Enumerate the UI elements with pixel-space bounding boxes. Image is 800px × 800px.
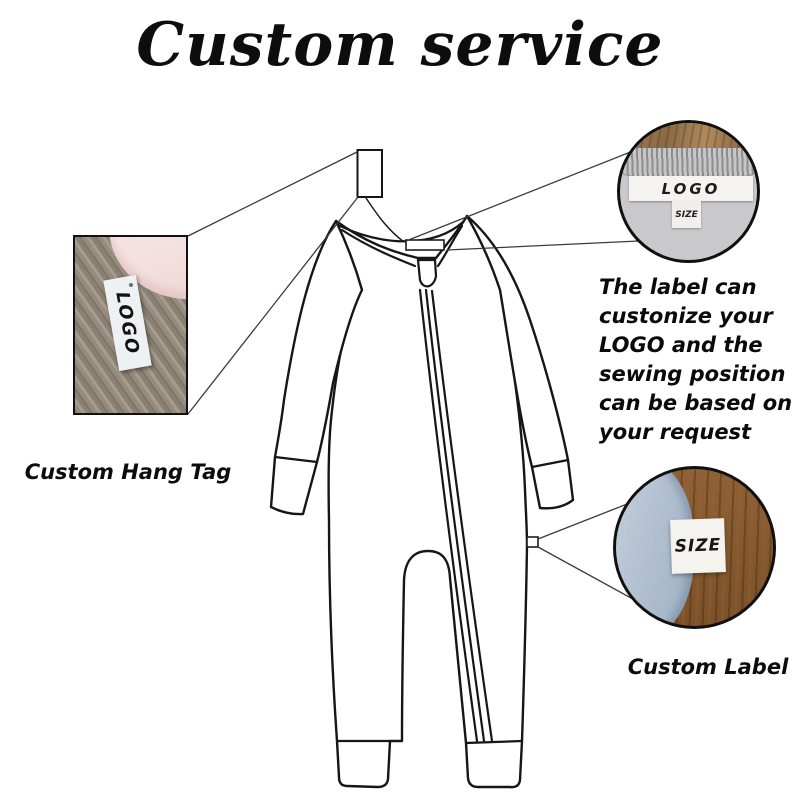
description-line: can be based on — [599, 391, 793, 415]
description-line: LOGO and the — [599, 333, 763, 357]
side-size-label: SIZE — [670, 518, 726, 574]
zipper-teeth-line — [424, 288, 486, 743]
description-line: The label can — [599, 275, 757, 299]
caption-custom-label: Custom Label — [627, 655, 789, 679]
description-line: your request — [599, 420, 752, 444]
hang-tag-shape — [356, 149, 383, 198]
page-title: Custom service — [136, 10, 664, 80]
connector-photo-to-tag-bottom — [187, 196, 359, 415]
romper-right-sleeve — [465, 214, 575, 510]
hang-tag-hole — [129, 283, 133, 287]
hang-tag-photo: LOGO — [73, 235, 188, 415]
romper-left-sleeve — [269, 219, 364, 516]
left-sleeve-cuff-line — [273, 455, 319, 464]
caption-custom-hang-tag: Custom Hang Tag — [24, 460, 232, 484]
zipper-garage — [416, 258, 438, 288]
side-label-tab-shape — [526, 536, 539, 548]
zipper-right-edge — [430, 289, 494, 743]
neck-label-zoom-circle: LOGO SIZE — [617, 120, 760, 263]
side-label-zoom-circle: SIZE — [613, 466, 776, 629]
collar-inner-left — [340, 228, 417, 268]
right-sleeve-cuff-line — [530, 458, 570, 469]
connector-neck-to-circle-bottom — [446, 239, 661, 251]
description-line: custonize your — [599, 304, 773, 328]
neck-logo-label: LOGO — [629, 176, 753, 201]
connector-neck-to-circle-top — [405, 146, 644, 242]
neck-size-label: SIZE — [672, 201, 701, 228]
hang-tag-string — [365, 197, 405, 243]
neck-label-shape — [405, 239, 445, 251]
description-line: sewing position — [599, 362, 786, 386]
connector-photo-to-tag-top — [187, 151, 358, 237]
hang-tag: LOGO — [103, 274, 152, 372]
hang-tag-label: LOGO — [111, 289, 144, 357]
right-leg-cuff-line — [464, 739, 524, 745]
collar-inner-right — [436, 224, 464, 268]
label-description: The label can custonize your LOGO and th… — [599, 273, 800, 447]
zipper-left-edge — [418, 288, 479, 743]
